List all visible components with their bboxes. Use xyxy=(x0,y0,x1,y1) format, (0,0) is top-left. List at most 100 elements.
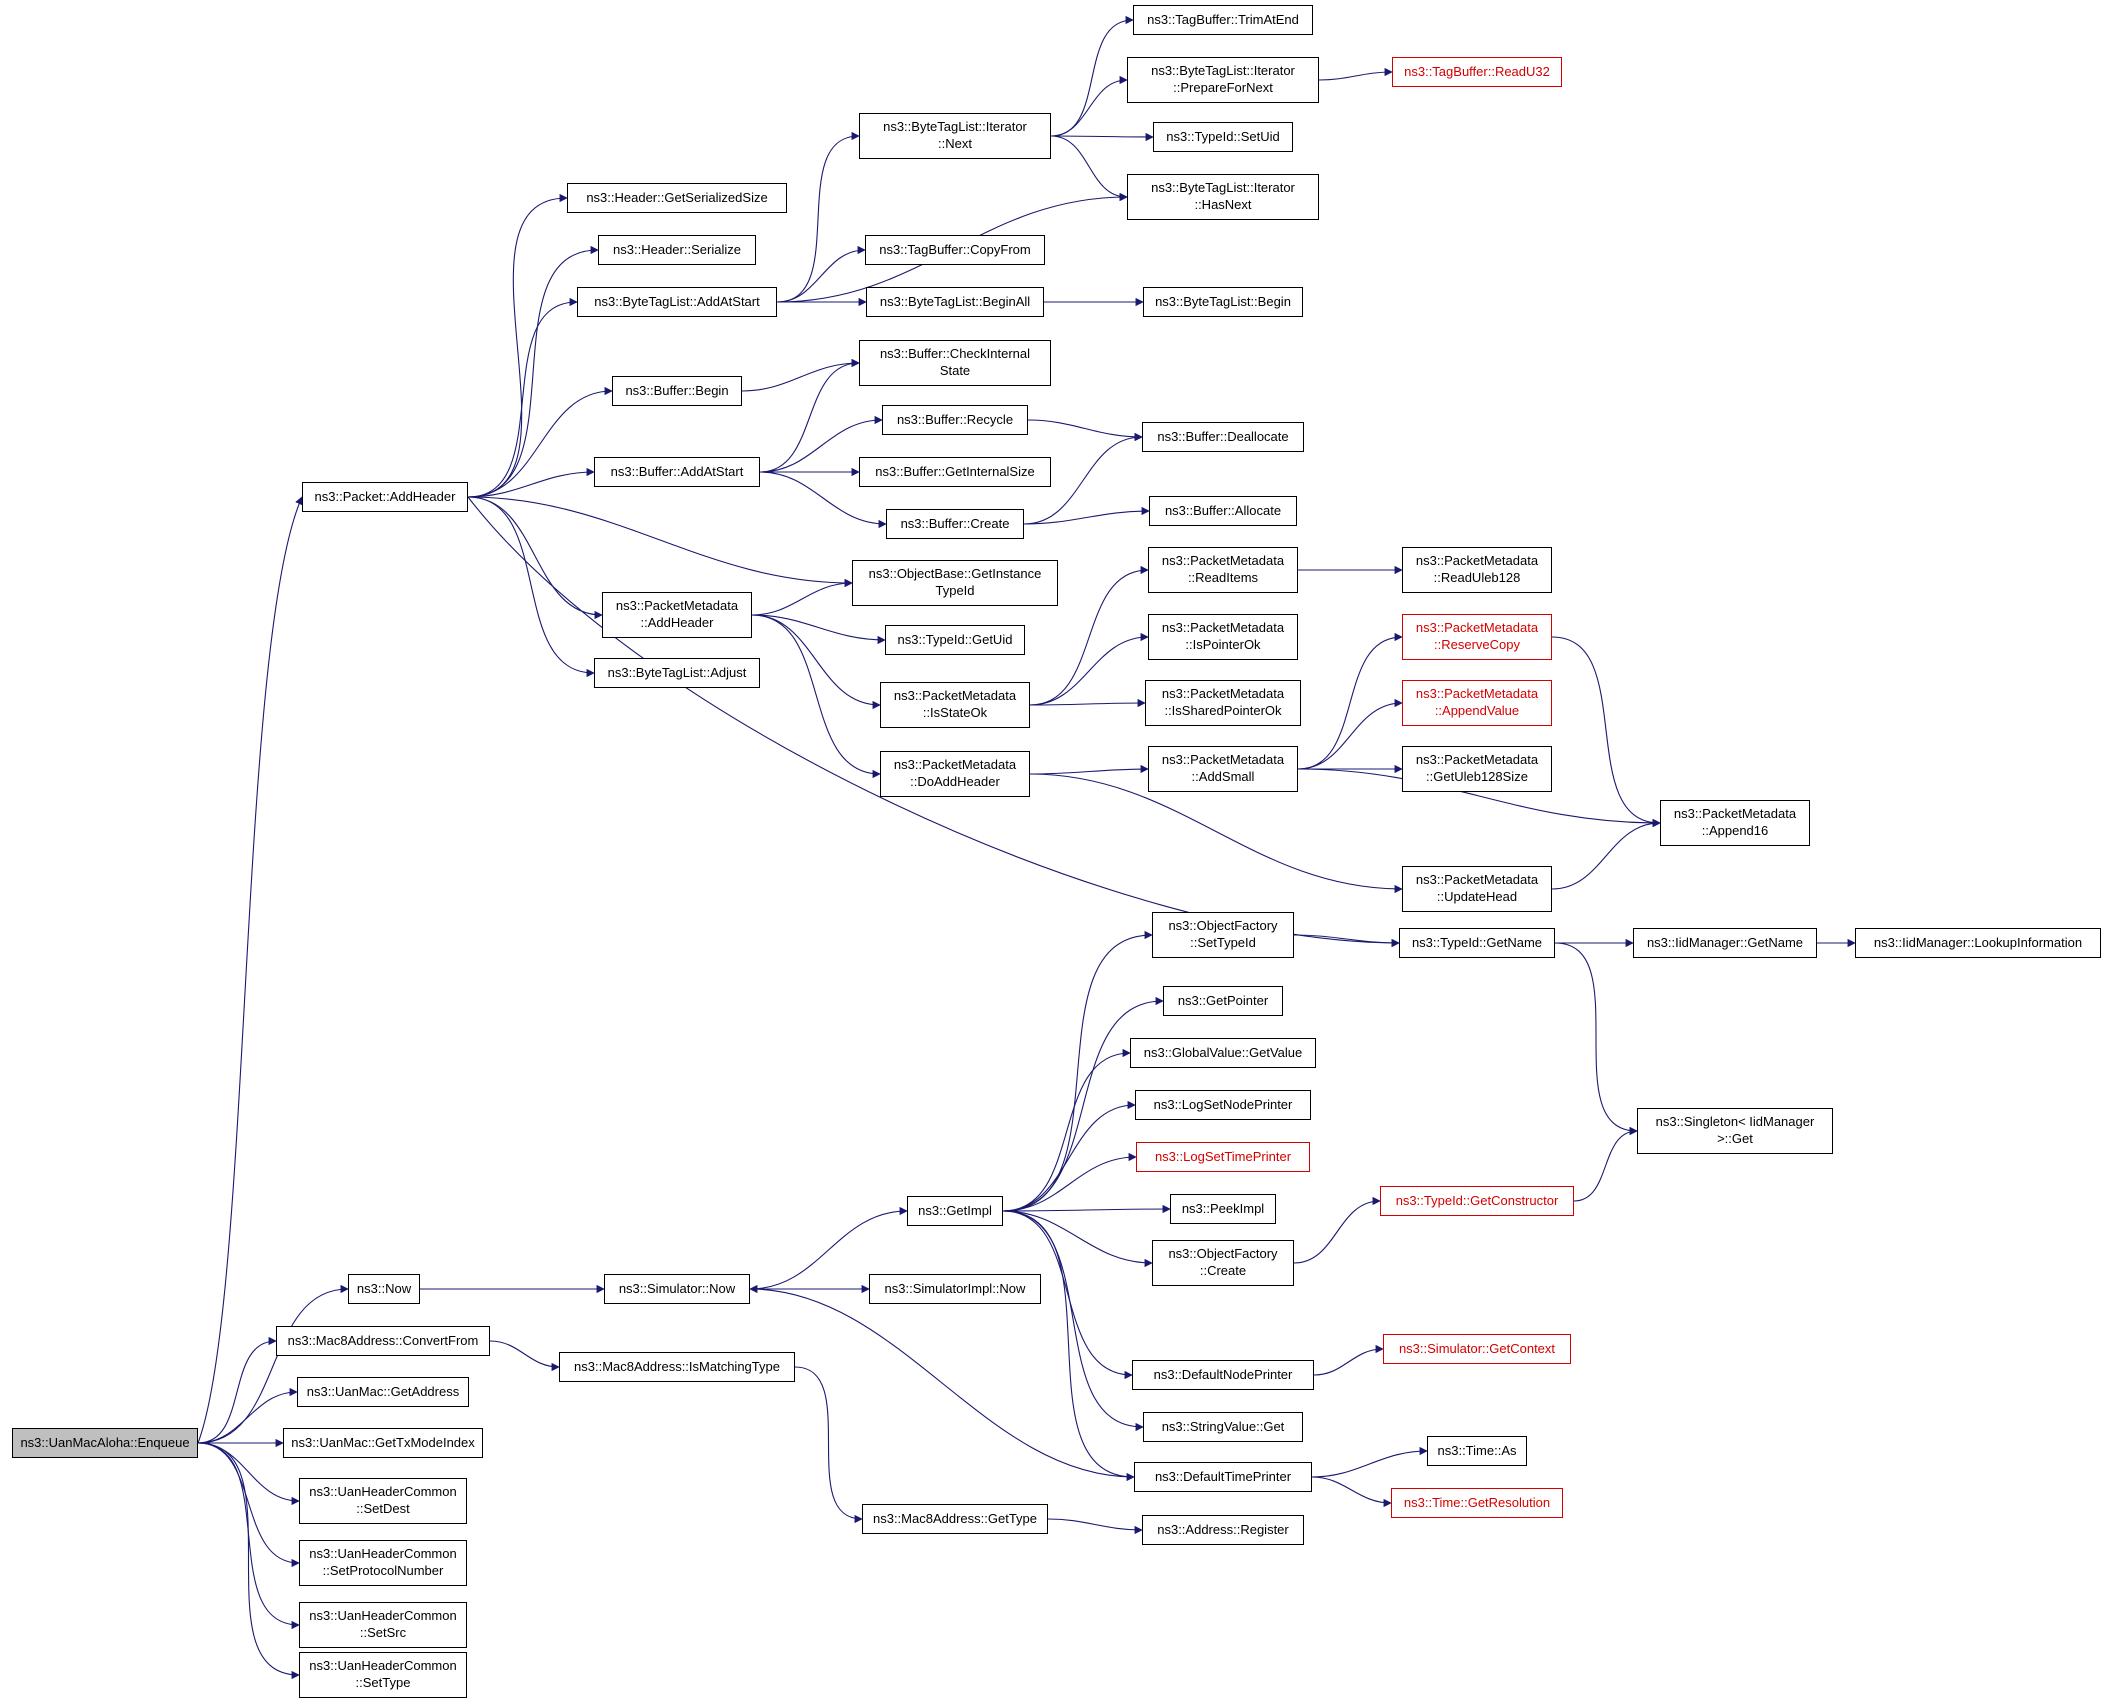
node-typeid_getconstructor[interactable]: ns3::TypeId::GetConstructor xyxy=(1380,1186,1574,1216)
node-buffer_create[interactable]: ns3::Buffer::Create xyxy=(886,509,1024,539)
node-pm_isstateok[interactable]: ns3::PacketMetadata ::IsStateOk xyxy=(880,682,1030,728)
node-pm_issharedpointerok[interactable]: ns3::PacketMetadata ::IsSharedPointerOk xyxy=(1145,680,1301,726)
node-getimpl[interactable]: ns3::GetImpl xyxy=(907,1196,1003,1226)
node-btli_hasnext[interactable]: ns3::ByteTagList::Iterator ::HasNext xyxy=(1127,174,1319,220)
node-now[interactable]: ns3::Now xyxy=(348,1274,420,1304)
node-label: ns3::Address::Register xyxy=(1157,1521,1289,1537)
node-stringvalue_get[interactable]: ns3::StringValue::Get xyxy=(1143,1412,1303,1442)
node-pm_updatehead[interactable]: ns3::PacketMetadata ::UpdateHead xyxy=(1402,866,1552,912)
node-label: ns3::Mac8Address::ConvertFrom xyxy=(287,1332,479,1348)
node-buffer_allocate[interactable]: ns3::Buffer::Allocate xyxy=(1149,496,1297,526)
node-buffer_begin[interactable]: ns3::Buffer::Begin xyxy=(612,376,742,406)
node-label: ns3::PacketMetadata ::ReserveCopy xyxy=(1415,620,1539,652)
node-label: ns3::GetPointer xyxy=(1177,992,1269,1008)
node-time_as[interactable]: ns3::Time::As xyxy=(1427,1436,1527,1466)
node-tagbuffer_copyfrom[interactable]: ns3::TagBuffer::CopyFrom xyxy=(865,235,1045,265)
node-bytetaglist_addatstart[interactable]: ns3::ByteTagList::AddAtStart xyxy=(577,287,777,317)
node-logsetnodeprinter[interactable]: ns3::LogSetNodePrinter xyxy=(1135,1090,1311,1120)
node-pm_getuleb128size[interactable]: ns3::PacketMetadata ::GetUleb128Size xyxy=(1402,746,1552,792)
node-simulator_getcontext[interactable]: ns3::Simulator::GetContext xyxy=(1383,1334,1571,1364)
node-mac8_convertfrom[interactable]: ns3::Mac8Address::ConvertFrom xyxy=(276,1326,490,1356)
edge-pm_isstateok-pm_readitems xyxy=(1029,565,1149,706)
node-bytetaglist_begin[interactable]: ns3::ByteTagList::Begin xyxy=(1143,287,1303,317)
node-peekimpl[interactable]: ns3::PeekImpl xyxy=(1170,1194,1276,1224)
node-uanmac_getaddress[interactable]: ns3::UanMac::GetAddress xyxy=(297,1377,469,1407)
node-simulatorimpl_now[interactable]: ns3::SimulatorImpl::Now xyxy=(869,1274,1041,1304)
node-label: ns3::Mac8Address::IsMatchingType xyxy=(574,1358,780,1374)
node-singleton_get[interactable]: ns3::Singleton< IidManager >::Get xyxy=(1637,1108,1833,1154)
node-uhc_setsrc[interactable]: ns3::UanHeaderCommon ::SetSrc xyxy=(299,1602,467,1648)
node-mac8_gettype[interactable]: ns3::Mac8Address::GetType xyxy=(862,1504,1048,1534)
node-label: ns3::StringValue::Get xyxy=(1161,1418,1285,1434)
node-header_serialize[interactable]: ns3::Header::Serialize xyxy=(598,235,756,265)
node-globalvalue_getvalue[interactable]: ns3::GlobalValue::GetValue xyxy=(1130,1038,1316,1068)
node-label: ns3::SimulatorImpl::Now xyxy=(884,1280,1026,1296)
edge-btli_next-btli_preparefornext xyxy=(1050,75,1128,137)
node-enqueue[interactable]: ns3::UanMacAloha::Enqueue xyxy=(12,1428,198,1458)
edge-getimpl-objectfactory_settypeid xyxy=(1002,930,1153,1212)
node-objectfactory_settypeid[interactable]: ns3::ObjectFactory ::SetTypeId xyxy=(1152,912,1294,958)
node-pm_appendvalue[interactable]: ns3::PacketMetadata ::AppendValue xyxy=(1402,680,1552,726)
node-pm_doaddheader[interactable]: ns3::PacketMetadata ::DoAddHeader xyxy=(880,751,1030,797)
node-buffer_addatstart[interactable]: ns3::Buffer::AddAtStart xyxy=(594,457,760,487)
edge-getimpl-logsettimeprinter xyxy=(1002,1152,1137,1212)
node-pm_ispointerok[interactable]: ns3::PacketMetadata ::IsPointerOk xyxy=(1148,614,1298,660)
node-label: ns3::Simulator::Now xyxy=(618,1280,736,1296)
node-simulator_now[interactable]: ns3::Simulator::Now xyxy=(604,1274,750,1304)
node-uhc_settype[interactable]: ns3::UanHeaderCommon ::SetType xyxy=(299,1652,467,1698)
edge-enqueue-mac8_convertfrom xyxy=(197,1336,277,1444)
node-uhc_setdest[interactable]: ns3::UanHeaderCommon ::SetDest xyxy=(299,1478,467,1524)
node-bytetaglist_adjust[interactable]: ns3::ByteTagList::Adjust xyxy=(594,658,760,688)
node-uhc_setprotocolnumber[interactable]: ns3::UanHeaderCommon ::SetProtocolNumber xyxy=(299,1540,467,1586)
edge-buffer_create-buffer_allocate xyxy=(1023,506,1150,525)
edge-mac8_gettype-address_register xyxy=(1047,1518,1143,1535)
node-defaultnodeprinter[interactable]: ns3::DefaultNodePrinter xyxy=(1132,1360,1314,1390)
edge-pm_doaddheader-pm_updatehead xyxy=(1029,773,1403,894)
node-label: ns3::Buffer::CheckInternal State xyxy=(879,346,1031,378)
node-address_register[interactable]: ns3::Address::Register xyxy=(1142,1515,1304,1545)
node-logsettimeprinter[interactable]: ns3::LogSetTimePrinter xyxy=(1136,1142,1310,1172)
node-buffer_deallocate[interactable]: ns3::Buffer::Deallocate xyxy=(1142,422,1304,452)
node-bytetaglist_beginall[interactable]: ns3::ByteTagList::BeginAll xyxy=(866,287,1044,317)
node-tagbuffer_readu32[interactable]: ns3::TagBuffer::ReadU32 xyxy=(1392,57,1562,87)
node-label: ns3::PacketMetadata ::IsStateOk xyxy=(893,688,1017,720)
node-iidmanager_getname[interactable]: ns3::IidManager::GetName xyxy=(1633,928,1817,958)
node-typeid_getname[interactable]: ns3::TypeId::GetName xyxy=(1399,928,1555,958)
edge-defaulttimeprinter-time_getresolution xyxy=(1311,1476,1392,1508)
node-getpointer[interactable]: ns3::GetPointer xyxy=(1163,986,1283,1016)
node-label: ns3::Buffer::Create xyxy=(900,515,1010,531)
node-uanmac_gettxmodeindex[interactable]: ns3::UanMac::GetTxModeIndex xyxy=(283,1428,483,1458)
edge-pm_addheader-objectbase_getinstancetypeid xyxy=(751,578,853,616)
node-pm_addsmall[interactable]: ns3::PacketMetadata ::AddSmall xyxy=(1148,746,1298,792)
node-pm_readitems[interactable]: ns3::PacketMetadata ::ReadItems xyxy=(1148,547,1298,593)
node-label: ns3::LogSetNodePrinter xyxy=(1153,1096,1293,1112)
node-typeid_setuid[interactable]: ns3::TypeId::SetUid xyxy=(1153,122,1293,152)
node-buffer_getinternalsize[interactable]: ns3::Buffer::GetInternalSize xyxy=(859,457,1051,487)
node-header_getserializedsize[interactable]: ns3::Header::GetSerializedSize xyxy=(567,183,787,213)
node-iidmanager_lookupinformation[interactable]: ns3::IidManager::LookupInformation xyxy=(1855,928,2101,958)
node-defaulttimeprinter[interactable]: ns3::DefaultTimePrinter xyxy=(1134,1462,1312,1492)
node-packet_addheader[interactable]: ns3::Packet::AddHeader xyxy=(302,482,468,512)
node-pm_append16[interactable]: ns3::PacketMetadata ::Append16 xyxy=(1660,800,1810,846)
node-buffer_recycle[interactable]: ns3::Buffer::Recycle xyxy=(882,405,1028,435)
edge-bytetaglist_addatstart-tagbuffer_copyfrom xyxy=(776,245,866,303)
node-pm_readuleb128[interactable]: ns3::PacketMetadata ::ReadUleb128 xyxy=(1402,547,1552,593)
node-label: ns3::IidManager::LookupInformation xyxy=(1873,934,2083,950)
node-typeid_getuid[interactable]: ns3::TypeId::GetUid xyxy=(885,625,1025,655)
node-pm_reservecopy[interactable]: ns3::PacketMetadata ::ReserveCopy xyxy=(1402,614,1552,660)
node-btli_next[interactable]: ns3::ByteTagList::Iterator ::Next xyxy=(859,113,1051,159)
node-label: ns3::ObjectFactory ::SetTypeId xyxy=(1168,918,1278,950)
node-time_getresolution[interactable]: ns3::Time::GetResolution xyxy=(1391,1488,1563,1518)
node-label: ns3::ObjectFactory ::Create xyxy=(1168,1246,1278,1278)
node-label: ns3::Simulator::GetContext xyxy=(1398,1340,1556,1356)
node-tagbuffer_trimatend[interactable]: ns3::TagBuffer::TrimAtEnd xyxy=(1133,5,1313,35)
edge-pm_addheader-pm_doaddheader xyxy=(751,614,881,779)
node-objectbase_getinstancetypeid[interactable]: ns3::ObjectBase::GetInstance TypeId xyxy=(852,560,1058,606)
node-label: ns3::PacketMetadata ::AddSmall xyxy=(1161,752,1285,784)
node-btli_preparefornext[interactable]: ns3::ByteTagList::Iterator ::PrepareForN… xyxy=(1127,57,1319,103)
node-label: ns3::DefaultTimePrinter xyxy=(1154,1468,1292,1484)
node-objectfactory_create[interactable]: ns3::ObjectFactory ::Create xyxy=(1152,1240,1294,1286)
node-buffer_checkinternalstate[interactable]: ns3::Buffer::CheckInternal State xyxy=(859,340,1051,386)
node-pm_addheader[interactable]: ns3::PacketMetadata ::AddHeader xyxy=(602,592,752,638)
node-mac8_ismatchingtype[interactable]: ns3::Mac8Address::IsMatchingType xyxy=(559,1352,795,1382)
